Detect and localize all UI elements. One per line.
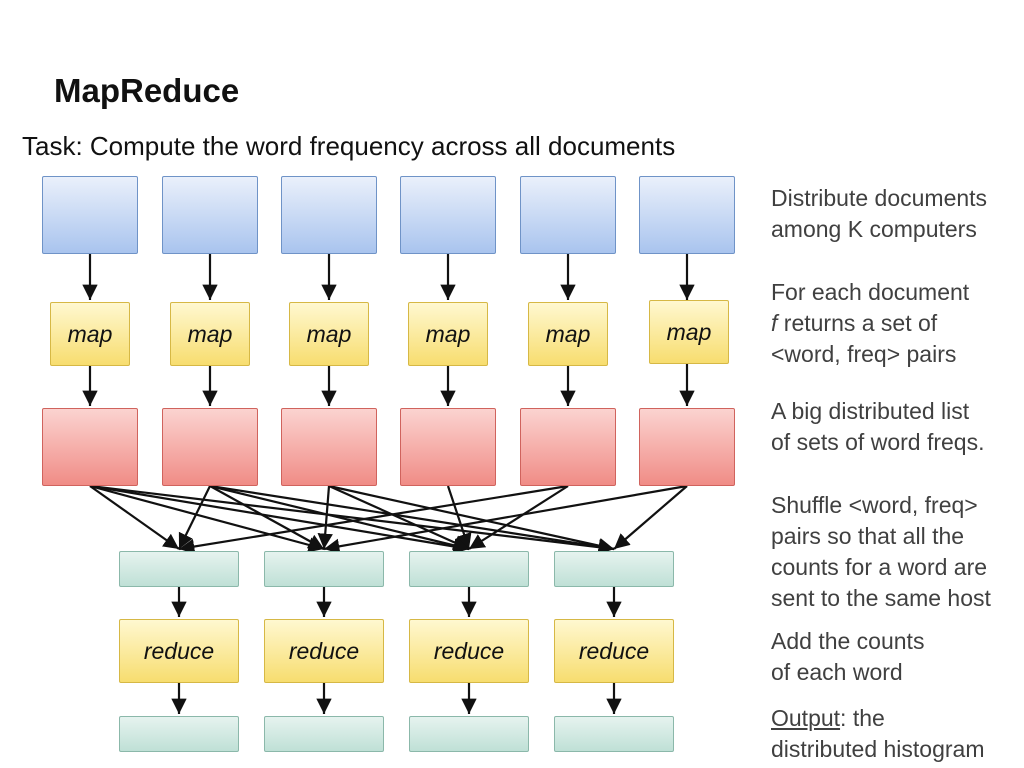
- flow-arrow: [209, 485, 325, 550]
- map-label: map: [666, 318, 712, 345]
- flow-arrow: [446, 485, 472, 550]
- document-box: [162, 176, 258, 254]
- shuffled-pairs-box: [409, 551, 529, 587]
- reduce-box: reduce: [264, 619, 384, 683]
- output-description: Output: the distributed histogram: [771, 705, 985, 762]
- reduce-description: Add the counts of each word: [771, 628, 925, 685]
- document-box: [281, 176, 377, 254]
- document-box: [520, 176, 616, 254]
- map-box: map: [170, 302, 250, 366]
- map-label: map: [545, 320, 591, 347]
- flow-arrow: [178, 484, 569, 555]
- map-label: map: [425, 320, 471, 347]
- word-freq-set-box: [639, 408, 735, 486]
- reduce-label: reduce: [143, 637, 215, 664]
- flow-arrow: [89, 484, 470, 555]
- mapreduce-diagram: [82, 254, 695, 714]
- shuffled-pairs-box: [264, 551, 384, 587]
- flow-arrow: [323, 484, 688, 554]
- document-box: [639, 176, 735, 254]
- map-box: map: [649, 300, 729, 364]
- distribute-description: Distribute documents among K computers: [771, 185, 988, 242]
- page-title: MapReduce: [54, 72, 240, 109]
- map-box: map: [528, 302, 608, 366]
- map-function-description: For each document f returns a set of <wo…: [771, 279, 970, 367]
- reduce-label: reduce: [288, 637, 360, 664]
- map-box: map: [50, 302, 130, 366]
- reduce-box: reduce: [409, 619, 529, 683]
- output-label: Output: [771, 705, 841, 731]
- shuffled-pairs-box: [554, 551, 674, 587]
- flow-arrow: [209, 484, 470, 553]
- word-freq-set-box: [281, 408, 377, 486]
- task-description: Task: Compute the word frequency across …: [22, 131, 676, 161]
- flow-arrow: [317, 485, 333, 550]
- flow-arrow: [89, 484, 615, 555]
- flow-arrow: [468, 485, 569, 550]
- reduce-box: reduce: [554, 619, 674, 683]
- flow-arrow: [89, 484, 325, 553]
- flow-arrow: [328, 484, 470, 551]
- reduce-box: reduce: [119, 619, 239, 683]
- output-box: [409, 716, 529, 752]
- document-box: [42, 176, 138, 254]
- flow-arrow: [613, 485, 688, 550]
- map-label: map: [306, 320, 352, 347]
- output-box: [554, 716, 674, 752]
- flow-arrow: [328, 484, 615, 554]
- map-box: map: [289, 302, 369, 366]
- reduce-label: reduce: [578, 637, 650, 664]
- reduce-label: reduce: [433, 637, 505, 664]
- flow-arrow: [178, 485, 211, 550]
- flow-arrow: [209, 484, 615, 555]
- output-box: [119, 716, 239, 752]
- word-freq-set-box: [520, 408, 616, 486]
- shuffled-pairs-box: [119, 551, 239, 587]
- shuffle-description: Shuffle <word, freq> pairs so that all t…: [771, 492, 991, 611]
- word-freq-set-box: [400, 408, 496, 486]
- word-freq-set-box: [42, 408, 138, 486]
- map-box: map: [408, 302, 488, 366]
- output-box: [264, 716, 384, 752]
- flow-arrow: [89, 485, 180, 550]
- word-freq-set-box: [162, 408, 258, 486]
- distributed-list-description: A big distributed list of sets of word f…: [771, 398, 985, 455]
- document-box: [400, 176, 496, 254]
- map-label: map: [187, 320, 233, 347]
- map-label: map: [67, 320, 113, 347]
- function-symbol: f: [771, 310, 778, 336]
